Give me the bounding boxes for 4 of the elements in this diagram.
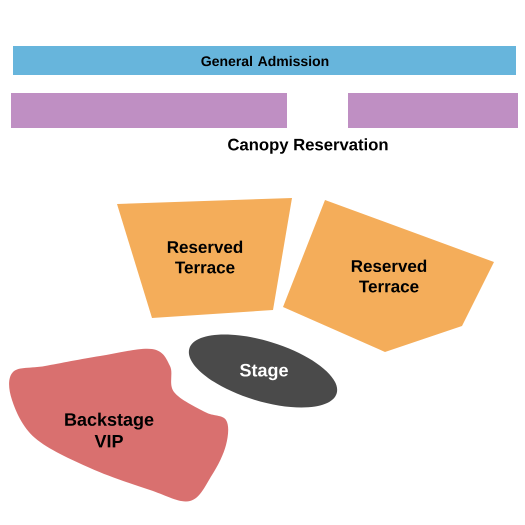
section-bar: General Admission xyxy=(13,46,516,75)
section-bar xyxy=(348,93,518,128)
section-label: Canopy Reservation xyxy=(228,138,388,154)
section-bar xyxy=(11,93,287,128)
